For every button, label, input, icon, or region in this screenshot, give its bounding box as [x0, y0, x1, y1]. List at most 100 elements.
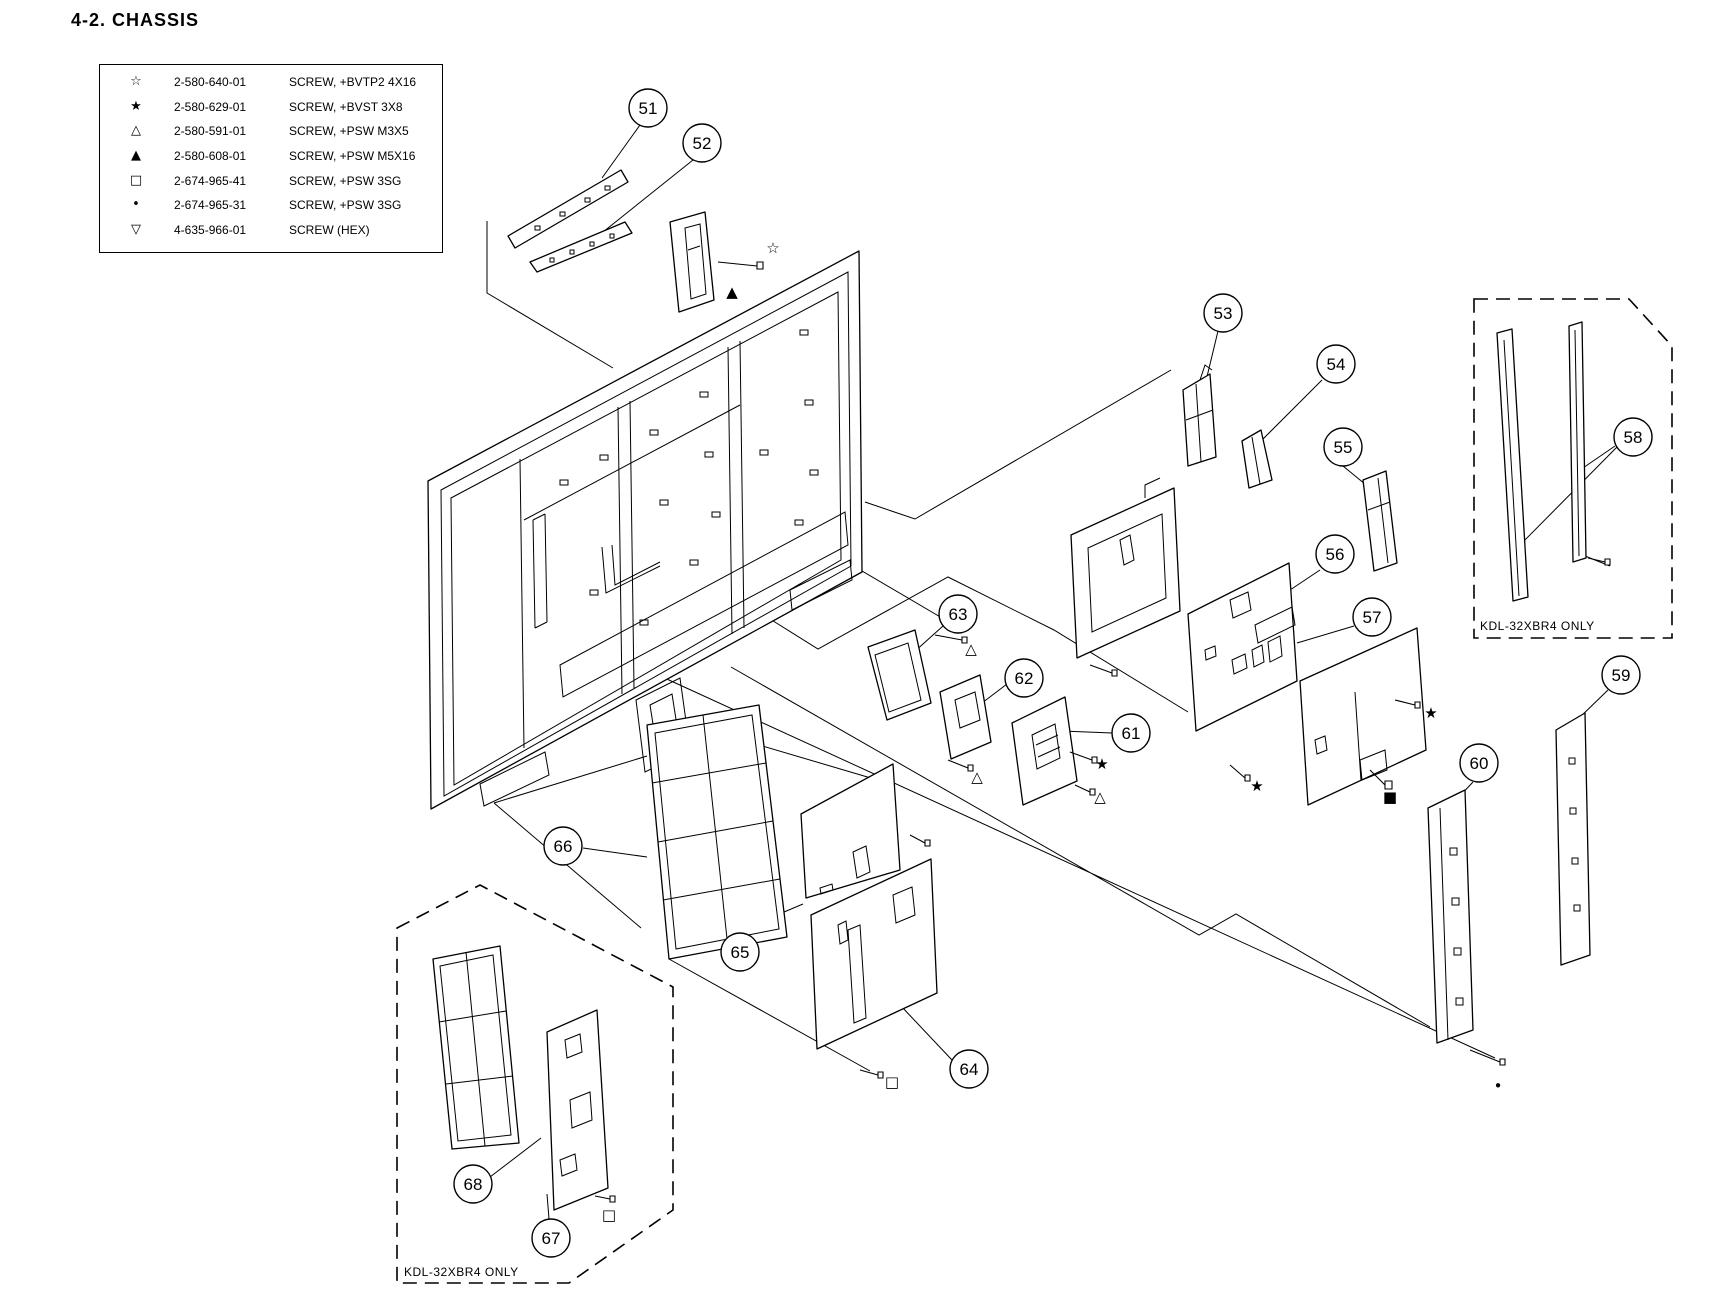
legend-part-number: 4-635-966-01	[174, 223, 247, 237]
callout-circle	[1323, 427, 1363, 467]
callout-circle	[1315, 534, 1355, 574]
callout-52: 52	[682, 123, 722, 163]
callout-label: 68	[464, 1175, 483, 1194]
screw-marker: ▲	[726, 283, 738, 301]
screw-marker: △	[1094, 788, 1106, 806]
page-title: 4-2. CHASSIS	[71, 10, 200, 30]
callout-circle	[682, 123, 722, 163]
callout-53: 53	[1203, 293, 1243, 333]
part-56-components	[1204, 591, 1296, 675]
part-57-details	[1314, 691, 1388, 782]
callout-51: 51	[628, 88, 668, 128]
legend-row: ★ 2-580-629-01 SCREW, +BVST 3X8	[100, 98, 442, 116]
callout-63: 63	[938, 594, 978, 634]
callout-label: 61	[1122, 724, 1141, 743]
top-mount-bracket-details	[684, 223, 707, 300]
callout-68: 68	[453, 1164, 493, 1204]
callout-label: 57	[1363, 608, 1382, 627]
part-65-components	[819, 845, 871, 895]
callout-label: 65	[731, 943, 750, 962]
legend-symbol: ☆	[130, 74, 142, 89]
legend-description: SCREW (HEX)	[289, 223, 370, 237]
callout-circle	[1203, 293, 1243, 333]
part-58-rail-a	[1496, 328, 1529, 602]
callout-circle	[453, 1164, 493, 1204]
screw-marker: △	[965, 640, 977, 658]
legend-row: ☆ 2-580-640-01 SCREW, +BVTP2 4X16	[100, 73, 442, 91]
part-59-holes	[1568, 757, 1581, 912]
part-56-board	[1187, 562, 1298, 732]
callout-57: 57	[1352, 597, 1392, 637]
part-62-details	[954, 691, 981, 729]
callout-55: 55	[1323, 427, 1363, 467]
board-shield-frame	[1070, 487, 1181, 659]
legend-part-number: 2-674-965-31	[174, 198, 247, 212]
part-68-frame	[432, 945, 520, 1150]
power-option-box	[396, 884, 674, 1284]
part-66-details	[651, 714, 781, 950]
part-55-details	[1367, 477, 1391, 564]
part-54-bracket	[1241, 429, 1273, 489]
callout-62: 62	[1004, 658, 1044, 698]
part-60-rail	[1427, 789, 1474, 1044]
callout-59: 59	[1601, 655, 1641, 695]
legend-symbol: △	[131, 123, 141, 138]
screw-marker: •	[1494, 1077, 1503, 1095]
callout-60: 60	[1459, 743, 1499, 783]
part-63-details	[874, 642, 922, 713]
callout-label: 64	[960, 1060, 979, 1079]
part-67-components	[559, 1033, 593, 1177]
callout-label: 59	[1612, 666, 1631, 685]
part-58-rail-b	[1568, 321, 1587, 563]
callout-label: 54	[1327, 355, 1346, 374]
callout-label: 51	[639, 99, 658, 118]
callout-circle	[1352, 597, 1392, 637]
part-61-details	[1031, 723, 1061, 770]
part-58-rail-a-details	[1503, 339, 1520, 597]
legend-part-number: 2-674-965-41	[174, 174, 247, 188]
legend-symbol: ★	[130, 99, 142, 114]
screw-marker: △	[971, 768, 983, 786]
legend-description: SCREW, +PSW M3X5	[289, 124, 409, 138]
legend-symbol: •	[132, 197, 140, 212]
part-68-details	[438, 951, 514, 1147]
callout-label: 55	[1334, 438, 1353, 457]
callout-label: 62	[1015, 669, 1034, 688]
part-67-board	[546, 1009, 609, 1211]
part-52-holes	[549, 233, 615, 263]
callout-label: 67	[542, 1229, 561, 1248]
part-64-board	[810, 858, 938, 1050]
legend-description: SCREW, +PSW 3SG	[289, 174, 402, 188]
legend-part-number: 2-580-591-01	[174, 124, 247, 138]
legend-part-number: 2-580-608-01	[174, 149, 247, 163]
callout-58: 58	[1613, 417, 1653, 457]
screw-marker: ★	[1250, 777, 1263, 795]
screw-legend: ☆ 2-580-640-01 SCREW, +BVTP2 4X16 ★ 2-58…	[99, 64, 443, 253]
legend-description: SCREW, +BVTP2 4X16	[289, 75, 417, 89]
part-58-rail-b-details	[1574, 329, 1580, 557]
part-61-plate	[1011, 696, 1078, 806]
screw-marker: ☆	[766, 239, 779, 257]
part-57-board	[1299, 627, 1427, 806]
callout-label: 56	[1326, 545, 1345, 564]
callout-circle	[543, 826, 583, 866]
callout-label: 53	[1214, 304, 1233, 323]
callout-67: 67	[531, 1218, 571, 1258]
callout-54: 54	[1316, 344, 1356, 384]
callout-circle	[1111, 713, 1151, 753]
callout-circle	[531, 1218, 571, 1258]
legend-row: • 2-674-965-31 SCREW, +PSW 3SG	[100, 196, 442, 214]
rails-option-box	[1473, 298, 1673, 639]
power-box-label: KDL-32XBR4 ONLY	[404, 1265, 519, 1279]
screw-marker: ★	[1095, 755, 1108, 773]
callout-circle	[1613, 417, 1653, 457]
part-53-bracket	[1182, 373, 1217, 467]
legend-row: □ 2-674-965-41 SCREW, +PSW 3SG	[100, 172, 442, 190]
callout-circle	[720, 932, 760, 972]
legend-description: SCREW, +PSW M5X16	[289, 149, 416, 163]
part-60-details	[1439, 807, 1464, 1041]
callout-circle	[1459, 743, 1499, 783]
rails-box-label: KDL-32XBR4 ONLY	[1480, 619, 1595, 633]
legend-symbol: ▽	[131, 222, 141, 237]
